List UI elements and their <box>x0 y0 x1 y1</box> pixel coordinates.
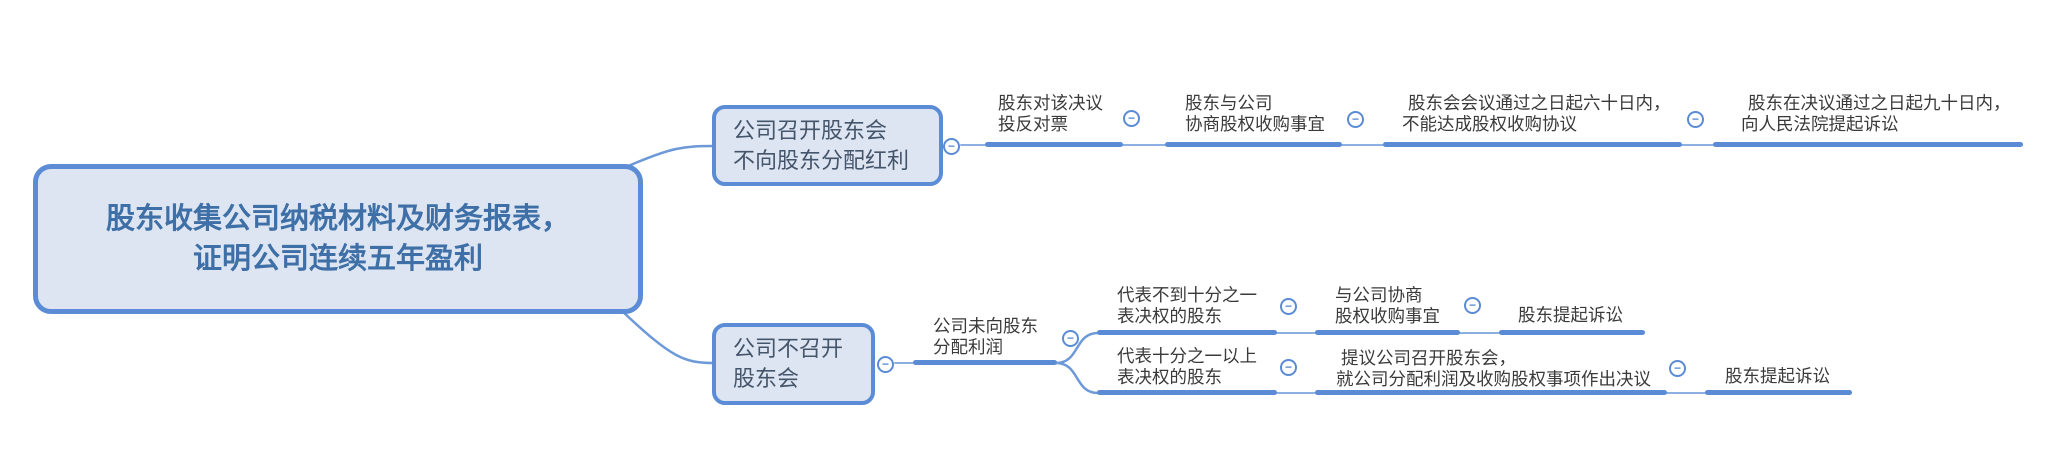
node-negotiate-equity-buyback[interactable]: 股东与公司 协商股权收购事宜 <box>1185 93 1325 134</box>
collapse-button-minus-icon[interactable]: − <box>1280 298 1297 315</box>
topic-line2: 不向股东分配红利 <box>733 147 910 173</box>
collapse-button-minus-icon[interactable]: − <box>877 356 894 373</box>
node-underline <box>1705 390 1852 395</box>
topic-line1: 公司不召开 <box>733 336 844 361</box>
collapse-button-minus-icon[interactable]: − <box>1687 111 1704 128</box>
root-topic-line2: 证明公司连续五年盈利 <box>192 243 483 275</box>
node-underline <box>1315 390 1667 395</box>
topic-company-holds-meeting[interactable]: 公司召开股东会 不向股东分配红利 <box>712 105 943 186</box>
collapse-button-minus-icon[interactable]: − <box>1123 110 1140 127</box>
curve-root-to-top-branch <box>625 144 715 169</box>
topic-line2: 股东会 <box>733 366 800 391</box>
node-sue-within-90-days[interactable]: 股东在决议通过之日起九十日内， 向人民法院提起诉讼 <box>1741 93 2011 134</box>
collapse-button-minus-icon[interactable]: − <box>1280 359 1297 376</box>
curve-fork-up <box>1055 331 1099 365</box>
topic-line1: 公司召开股东会 <box>733 117 888 143</box>
node-underline <box>1097 390 1277 395</box>
node-propose-shareholder-meeting[interactable]: 提议公司召开股东会， 就公司分配利润及收购股权事项作出决议 <box>1336 348 1651 389</box>
node-over-one-tenth-voting[interactable]: 代表十分之一以上 表决权的股东 <box>1117 346 1257 387</box>
node-underline <box>1383 142 1682 147</box>
node-underline <box>1165 142 1342 147</box>
node-no-profit-distribution[interactable]: 公司未向股东 分配利润 <box>933 316 1038 357</box>
node-underline <box>913 360 1057 365</box>
node-under-one-tenth-voting[interactable]: 代表不到十分之一 表决权的股东 <box>1117 285 1257 326</box>
curve-fork-down <box>1055 361 1099 395</box>
node-no-agreement-60-days[interactable]: 股东会会议通过之日起六十日内， 不能达成股权收购协议 <box>1402 93 1671 134</box>
node-underline <box>1499 330 1645 335</box>
root-topic[interactable]: 股东收集公司纳税材料及财务报表， 证明公司连续五年盈利 <box>33 164 643 314</box>
root-topic-line1: 股东收集公司纳税材料及财务报表， <box>105 203 570 235</box>
collapse-button-minus-icon[interactable]: − <box>1464 297 1481 314</box>
collapse-button-minus-icon[interactable]: − <box>943 138 960 155</box>
collapse-button-minus-icon[interactable]: − <box>1669 360 1686 377</box>
node-negotiate-buyback-with-company[interactable]: 与公司协商 股权收购事宜 <box>1335 285 1440 326</box>
node-underline <box>1097 330 1277 335</box>
topic-company-no-meeting[interactable]: 公司不召开 股东会 <box>712 323 875 405</box>
collapse-button-minus-icon[interactable]: − <box>1347 111 1364 128</box>
node-underline <box>985 142 1123 147</box>
curve-root-to-bottom-branch <box>621 310 715 365</box>
collapse-button-minus-icon[interactable]: − <box>1062 330 1079 347</box>
node-underline <box>1315 330 1460 335</box>
node-shareholder-sues-lower[interactable]: 股东提起诉讼 <box>1725 366 1830 386</box>
node-shareholder-votes-against[interactable]: 股东对该决议 投反对票 <box>998 93 1103 134</box>
node-shareholder-sues-upper[interactable]: 股东提起诉讼 <box>1518 305 1623 325</box>
node-underline <box>1713 142 2023 147</box>
